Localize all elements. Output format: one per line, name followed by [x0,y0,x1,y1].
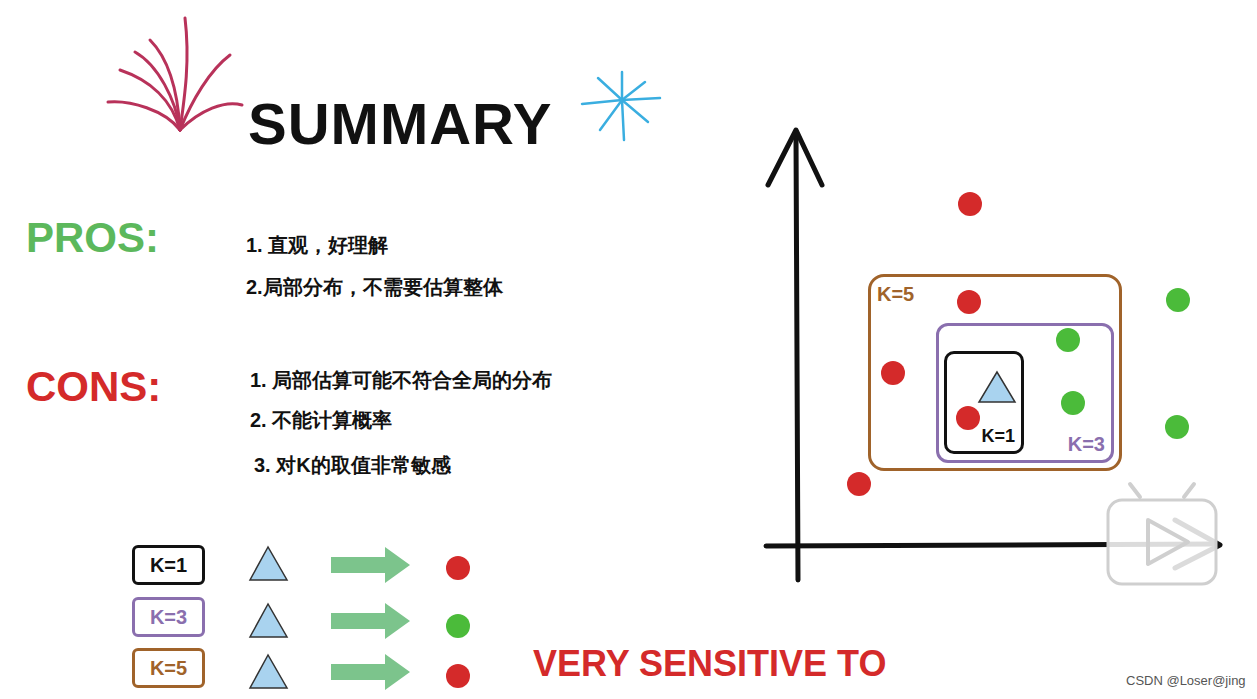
play-icon [1108,484,1216,584]
pros-item: 1. 直观，好理解 [246,232,388,259]
k-box: K=3 [132,597,205,637]
watermark: CSDN @Loser@jing [1126,673,1246,688]
cons-item: 1. 局部估算可能不符合全局的分布 [250,367,552,394]
cons-item: 2. 不能计算概率 [250,407,392,434]
cons-heading: CONS: [26,363,161,411]
pros-heading: PROS: [26,214,159,262]
title: SUMMARY [248,90,553,157]
firework-blue [582,72,660,140]
cons-item: 3. 对K的取值非常敏感 [254,452,451,479]
firework-red [108,18,242,130]
box-label: K=5 [877,283,914,306]
box-label: K=5 [150,657,187,680]
neighbor-box: K=1 [944,351,1024,454]
k-box: K=5 [132,648,205,688]
note-text: VERY SENSITIVE TO [533,643,886,685]
box-label: K=1 [150,554,187,577]
k-box: K=1 [132,545,205,585]
result-rows [250,547,470,690]
neighbor-box: K=3 K=1 [936,323,1114,463]
pros-item: 2.局部分布，不需要估算整体 [246,274,503,301]
data-points [847,192,1190,496]
neighbor-box: K=5K=3 K=1 [868,274,1122,471]
box-label: K=1 [981,426,1015,447]
box-label: K=3 [1068,433,1105,456]
box-label: K=3 [150,606,187,629]
